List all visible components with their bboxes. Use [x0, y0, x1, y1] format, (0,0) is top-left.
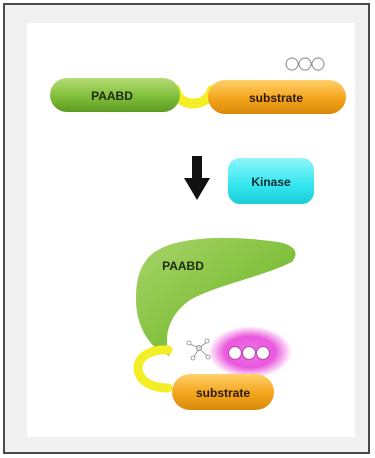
phosphate-group-icon [186, 338, 211, 361]
top-linker [171, 85, 217, 109]
top-paabd-label: PAABD [91, 89, 133, 103]
kinase-enzyme: Kinase [228, 158, 314, 204]
top-substrate-label: substrate [249, 91, 303, 105]
bottom-paabd-domain [136, 237, 296, 356]
top-amino-acid-circles-icon [285, 57, 325, 71]
bound-amino-acid-circles-icon [227, 345, 271, 361]
bottom-substrate [172, 374, 274, 410]
bottom-linker [133, 345, 173, 393]
top-paabd-domain [50, 78, 180, 112]
top-substrate [208, 80, 346, 114]
bound-complex: PAABD substrate [133, 237, 296, 410]
kinase-label: Kinase [251, 175, 291, 189]
top-construct: PAABD substrate [50, 57, 346, 114]
bottom-substrate-label: substrate [196, 386, 250, 400]
down-arrow-icon [184, 156, 210, 200]
bottom-paabd-label: PAABD [162, 259, 204, 273]
